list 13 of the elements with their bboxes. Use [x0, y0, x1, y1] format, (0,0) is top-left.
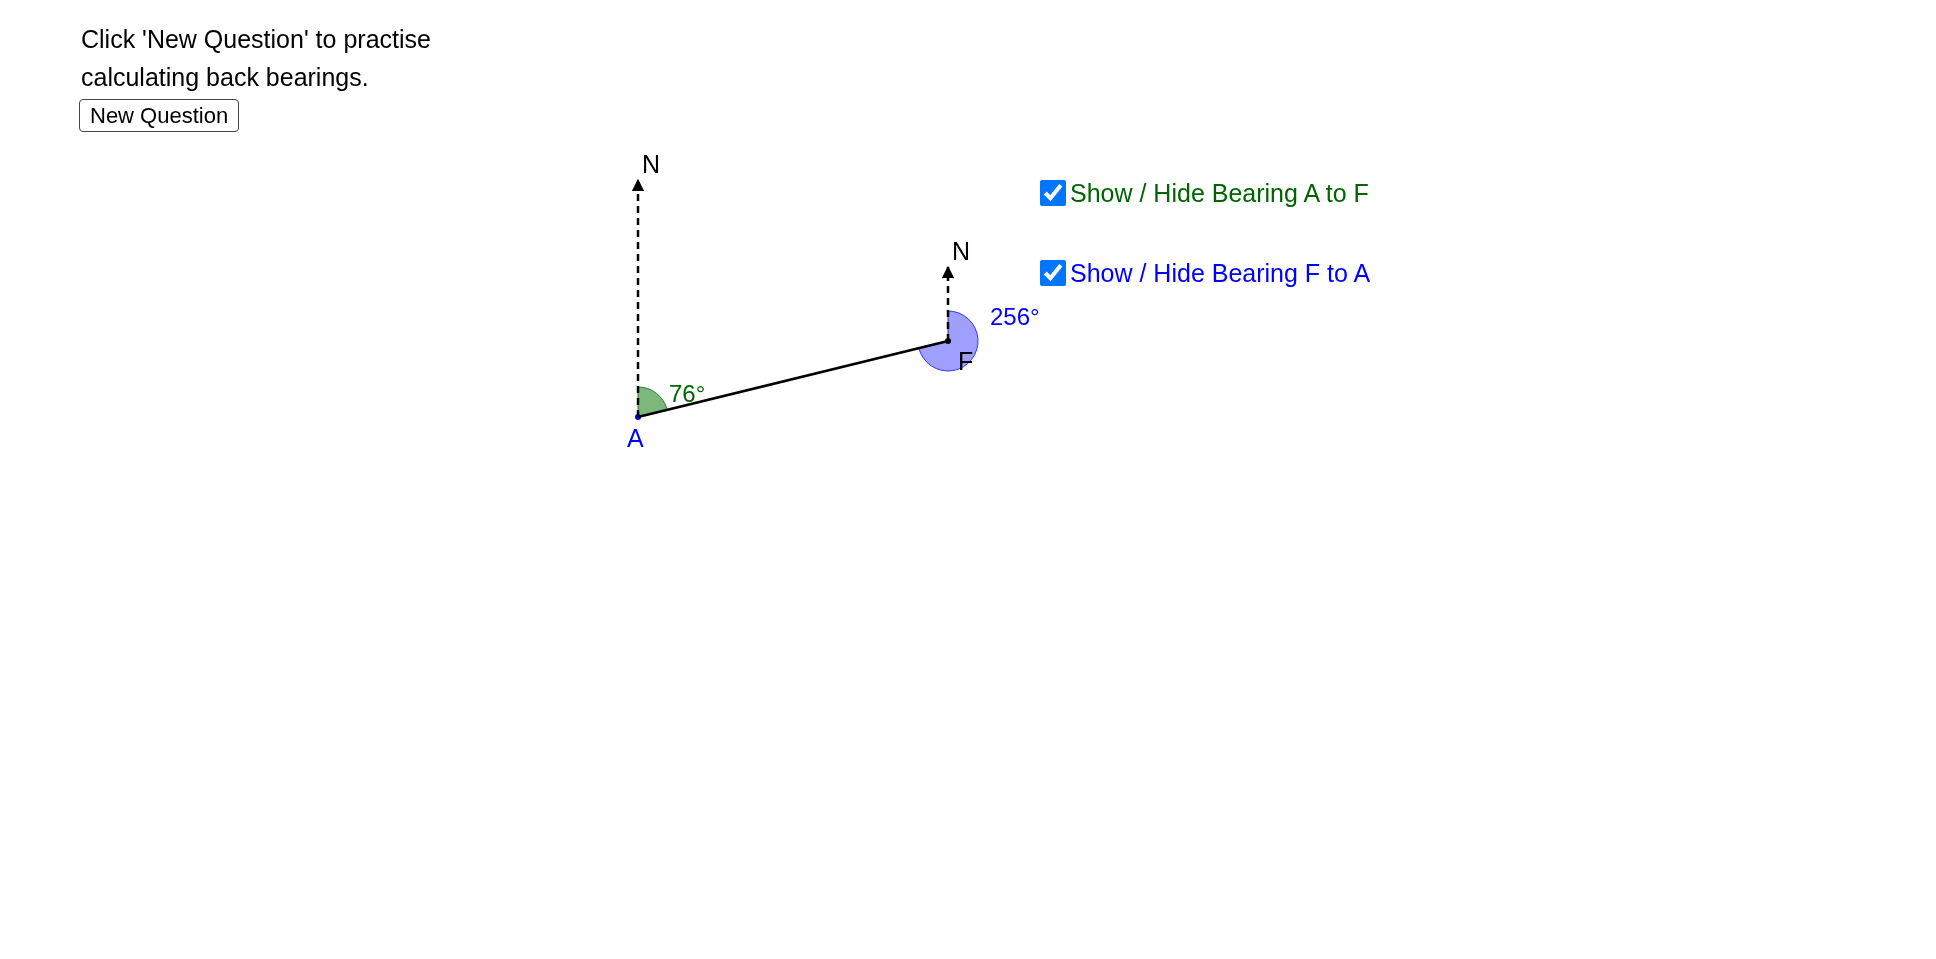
north-label: N: [642, 150, 661, 178]
point-label: F: [958, 347, 974, 375]
dashed-arrow: [631, 178, 645, 417]
north-label: N: [952, 237, 971, 265]
checkbox-label: Show / Hide Bearing A to F: [1070, 178, 1369, 208]
new-question-button: New Question: [79, 99, 240, 132]
instruction-text: Click 'New Question' to practise calculating back bearings.: [81, 24, 432, 93]
checkbox-label: Show / Hide Bearing F to A: [1070, 258, 1371, 288]
angle-label: 256°: [990, 303, 1040, 331]
angle-label: 76°: [669, 380, 706, 408]
line-segment: [637, 339, 949, 419]
dashed-arrow: [941, 265, 955, 341]
point-label: A: [627, 424, 644, 452]
